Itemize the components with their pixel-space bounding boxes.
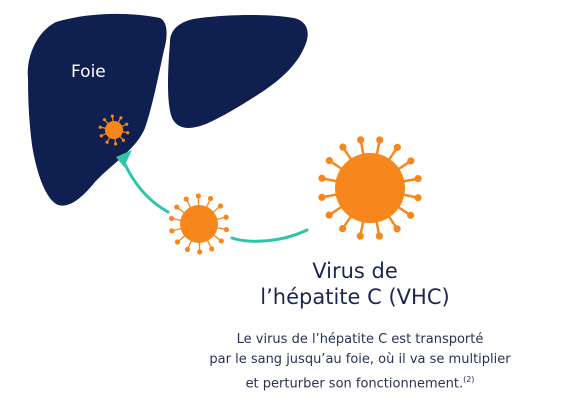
virus-spike-tip [318,174,326,182]
reference-marker: (2) [463,375,475,384]
virus-spike-tip [184,246,191,253]
liver-label: Foie [71,62,106,82]
virus-spike-tip [105,140,109,144]
virus-spike-tip [183,196,189,202]
virus-spike-tip [393,143,401,151]
virus-spike-tip [223,214,229,220]
virus-spike-tip [375,232,383,240]
virus-spike-tip [376,136,384,144]
transport-arrow [121,158,170,214]
virus-spike-tip [407,211,415,219]
virus-spike-tip [339,225,347,233]
description-line-3-text: et perturber son fonctionnement. [245,376,464,392]
virus-spike-tip [393,225,401,233]
virus-spike-tip [168,215,175,222]
virus-spike-tip [414,194,422,202]
liver-left-lobe [27,13,167,206]
arrow-head [116,150,132,167]
virus-spike-tip [98,125,102,129]
virus-spike-tip [223,226,230,233]
virus-spike-tip [218,238,224,244]
virus-title: Virus de l’hépatite C (VHC) [220,258,490,310]
title-line-2: l’hépatite C (VHC) [260,285,450,309]
virus-icon [98,114,130,146]
virus-spike-tip [102,118,107,122]
title-line-1: Virus de [312,259,398,283]
description-line-3: et perturber son fonctionnement.(2) [170,370,550,394]
virus-spike-tip [174,204,180,210]
description: Le virus de l’hépatite C est transporté … [170,330,550,394]
virus-spike-tip [169,228,175,234]
virus-spike-tip [174,239,181,245]
virus-spike-tip [121,138,126,142]
liver-right-lobe [168,15,308,128]
virus-spike-tip [339,143,347,151]
virus-spike-tip [126,131,130,135]
virus-spike-tip [325,211,333,219]
virus-spike-tip [119,116,123,120]
virus-spike-tip [407,157,415,165]
virus-spike-tip [209,246,215,252]
virus-icon [168,193,230,255]
transport-arrow [230,228,309,243]
virus-spike-tip [217,203,224,209]
virus-icon [318,136,422,240]
description-line-1: Le virus de l’hépatite C est transporté [236,332,484,347]
virus-spike-tip [110,114,115,118]
description-line-2: par le sang jusqu’au foie, où il va se m… [209,352,511,367]
virus-spike-tip [207,195,214,202]
virus-spike-tip [195,193,201,199]
virus-body [180,205,218,243]
virus-spike-tip [197,249,203,255]
virus-spike-tip [357,136,365,144]
virus-spike-tip [325,157,333,165]
virus-spike-tip [414,175,422,183]
virus-spike-tip [99,134,103,138]
virus-spike-tip [356,232,364,240]
virus-spike-tip [113,142,118,146]
virus-body [105,121,123,139]
virus-spike-tip [125,122,129,126]
virus-body [335,153,405,223]
virus-spike-tip [318,193,326,201]
